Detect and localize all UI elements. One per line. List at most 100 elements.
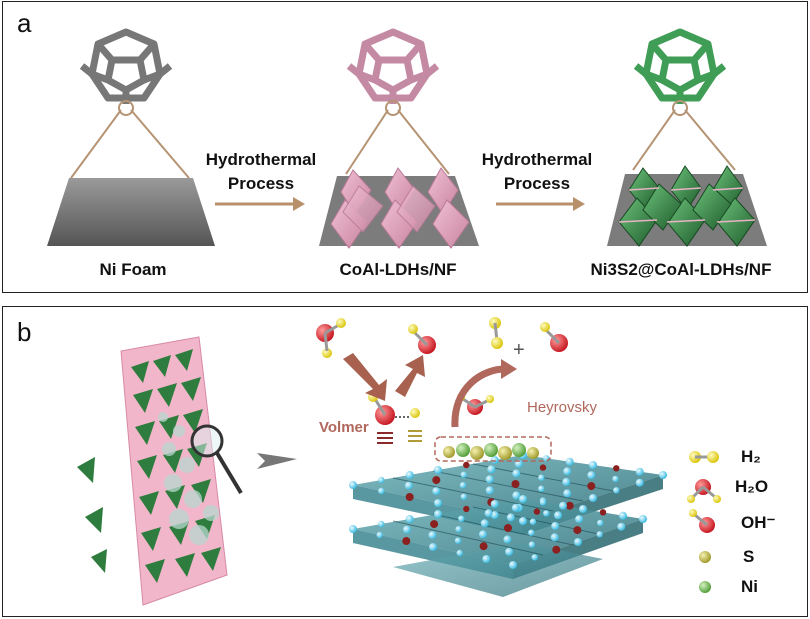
lattice-atom [635, 478, 644, 487]
lattice-atom [531, 554, 538, 561]
lattice-atom [434, 466, 442, 474]
lattice-atom [459, 482, 467, 489]
lattice-atom [404, 481, 413, 490]
lattice-atom [512, 469, 521, 478]
lattice-atom [519, 517, 527, 525]
zoom-line [130, 109, 190, 179]
ldh-cage-icon [346, 28, 440, 116]
lattice-atom [349, 525, 357, 533]
lattice-atom [565, 457, 574, 466]
lattice-atom [434, 510, 442, 518]
ni-foam-plate [47, 178, 215, 246]
lattice-atom [559, 501, 567, 510]
lattice-atom [378, 487, 385, 495]
lattice-atom [434, 499, 442, 507]
lattice-atom [613, 487, 620, 494]
zoom-line [632, 109, 676, 171]
ldh-label: CoAl-LDHs/NF [339, 260, 457, 279]
lattice-atom [635, 467, 644, 476]
process-arrow-1 [215, 197, 305, 211]
zoom-line [70, 109, 122, 179]
lattice-atom [479, 530, 487, 539]
lattice-atom [506, 513, 515, 522]
heyrovsky-label: Heyrovsky [527, 399, 598, 416]
lattice-atom [639, 515, 647, 523]
magnifier-icon [190, 424, 243, 495]
lattice-atom [529, 518, 537, 525]
lattice-atom [490, 456, 499, 464]
lattice-atom [587, 471, 596, 480]
panel-a-label: a [17, 8, 32, 38]
lattice-atom [612, 475, 619, 483]
lattice-atom [554, 511, 562, 520]
lattice-atom [460, 493, 467, 500]
lattice-atom [573, 526, 582, 535]
heyrovsky-arrow [451, 359, 517, 428]
zoom-line [397, 109, 450, 175]
lattice-atom [538, 474, 545, 481]
volmer-arrow-in [343, 353, 387, 401]
lattice-atom [514, 459, 523, 468]
lattice-atom [613, 465, 620, 472]
lattice-atom [565, 501, 574, 510]
adsorbed-water [368, 392, 422, 444]
lattice-atom [539, 499, 547, 506]
volmer-label: Volmer [319, 419, 369, 436]
lattice-atom [563, 467, 572, 476]
ni-foam-label: Ni Foam [99, 260, 167, 279]
lattice-atom [428, 531, 437, 540]
lattice-atom [460, 471, 467, 478]
zoom-line [345, 109, 389, 175]
lattice-atom [538, 485, 545, 492]
lattice-atom [504, 524, 512, 532]
lattice-atom [551, 521, 560, 530]
electrode-sheet [77, 336, 228, 606]
lattice-atom [378, 476, 385, 484]
zoom-arrow-icon [257, 453, 297, 469]
ni3s2-label: Ni3S2@CoAl-LDHs/NF [590, 260, 772, 279]
lattice-atom [503, 535, 512, 544]
legend-h2-label: H₂ [741, 447, 761, 466]
lattice-atom [429, 543, 437, 551]
lattice-atom [485, 486, 494, 495]
lattice-atom [405, 471, 414, 479]
legend-h2o-label: H₂O [735, 477, 769, 496]
legend-ni-label: Ni [741, 577, 758, 596]
water-molecule-1 [316, 318, 346, 358]
lattice-atom [599, 509, 607, 516]
lattice-atom [579, 505, 587, 513]
panel-a: a [2, 1, 808, 293]
lattice-atom [552, 545, 561, 554]
lattice-atoms [349, 451, 667, 569]
lattice-atom [480, 519, 489, 528]
zoom-line [684, 109, 736, 171]
lattice-atom [512, 491, 521, 500]
lattice-atom [509, 561, 517, 569]
lattice-atom [405, 493, 414, 501]
lattice-atom [432, 487, 441, 496]
oh-molecule-2 [540, 322, 568, 352]
legend-h2o-icon [687, 479, 721, 503]
legend-oh-icon [689, 509, 715, 533]
lattice-atom [596, 531, 603, 538]
lattice-atom [659, 471, 667, 479]
lattice-atom [463, 505, 470, 513]
panel-b-label: b [17, 317, 32, 347]
legend-ni-icon [699, 581, 711, 593]
arrow-2-label-line1: Hydrothermal [481, 150, 593, 169]
lattice-atom [490, 511, 499, 519]
ldh-plate [319, 167, 479, 249]
lattice-atom [484, 509, 493, 518]
lattice-atom [597, 519, 604, 527]
lattice-atom [528, 529, 535, 536]
lattice-atom [454, 537, 462, 544]
ni3s2-plate [607, 165, 767, 247]
lattice-atom [349, 481, 357, 489]
legend-s-icon [699, 551, 711, 563]
volmer-arrow-out [395, 355, 425, 397]
lattice-atom [482, 555, 491, 563]
lattice-atom [574, 538, 582, 546]
lattice-atom [463, 461, 470, 469]
lattice-atom [511, 503, 520, 512]
lattice-atom [405, 515, 414, 523]
